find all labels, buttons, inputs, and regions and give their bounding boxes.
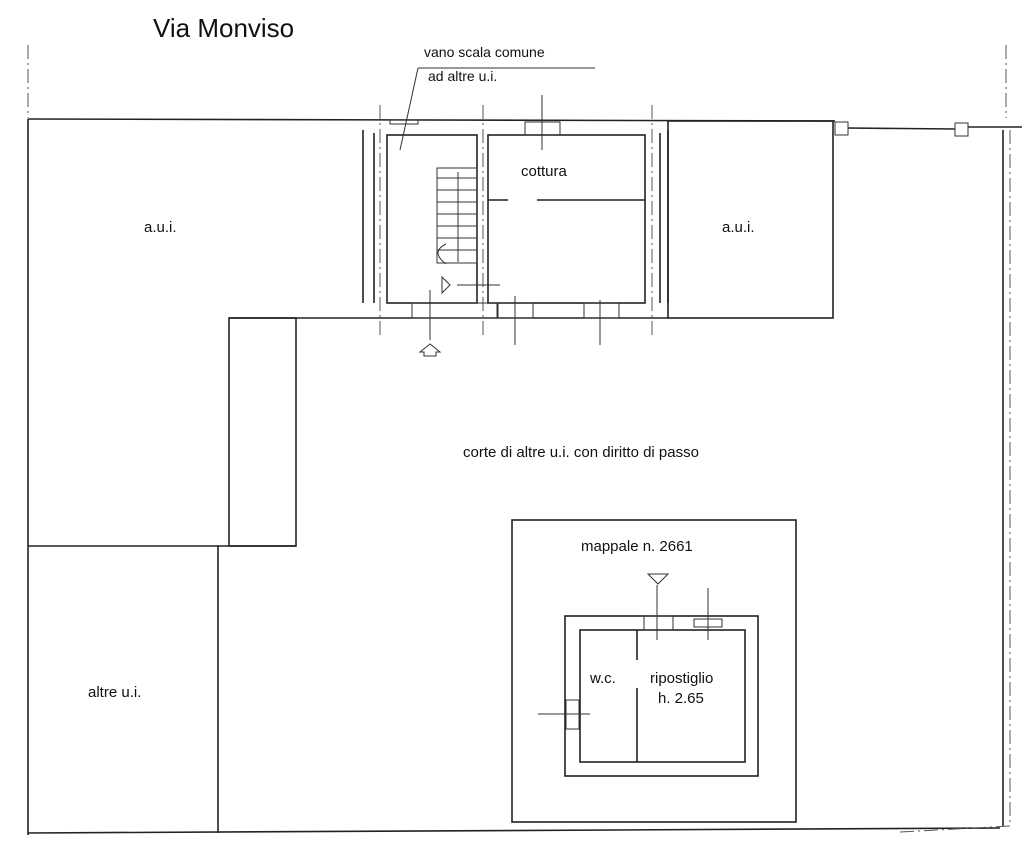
room-label-storage: ripostiglio [650,670,713,687]
staircase-icon [436,167,478,265]
entrance-arrow-icon [418,343,442,357]
label-aui-right: a.u.i. [722,219,755,236]
outbuilding [538,585,759,777]
stair-note-line1: vano scala comune [424,44,545,60]
room-label-wc: w.c. [589,670,616,687]
room-label-kitchen: cottura [521,163,568,180]
street-name: Via Monviso [153,13,294,43]
label-aui-left: a.u.i. [144,219,177,236]
label-courtyard: corte di altre u.i. con diritto di passo [463,444,699,461]
label-parcel: mappale n. 2661 [581,538,693,555]
door-arrow-icon [441,275,451,295]
parcel-boundary [511,519,797,823]
left-adjacent-unit [28,317,363,833]
stair-note-line2: ad altre u.i. [428,68,497,84]
site-boundaries [27,45,1022,835]
room-height: h. 2.65 [658,690,704,707]
label-other-units: altre u.i. [88,684,141,701]
entrance-arrow-icon [646,573,670,585]
main-building [362,67,669,345]
